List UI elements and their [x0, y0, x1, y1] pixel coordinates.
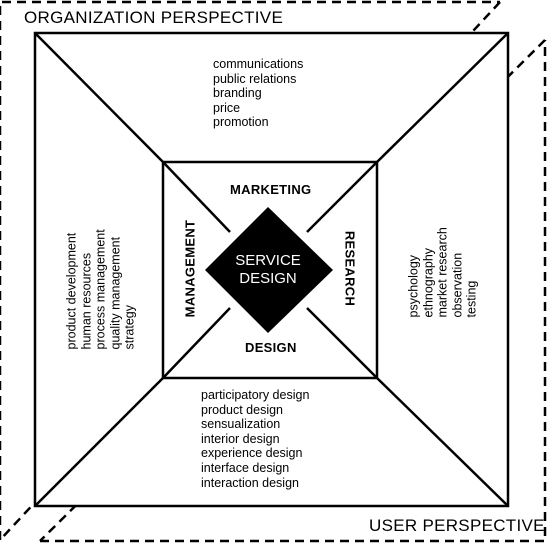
list-item: strategy — [122, 305, 137, 350]
inner-diagonal-top-left — [162, 161, 231, 233]
list-item: interior design — [201, 431, 280, 446]
diagonal-top-left — [34, 32, 164, 163]
user-perspective-label: USER PERSPECTIVE — [369, 516, 545, 535]
design-label: DESIGN — [245, 340, 297, 355]
list-item: quality management — [108, 236, 123, 350]
list-item: communications — [213, 57, 304, 71]
left-list: product development human resources proc… — [65, 229, 138, 349]
marketing-label: MARKETING — [230, 182, 312, 197]
list-item: psychology — [406, 254, 421, 318]
bottom-list: participatory design product design sens… — [201, 388, 309, 490]
list-item: product design — [201, 402, 284, 417]
list-item: experience design — [201, 446, 303, 461]
list-item: interface design — [201, 460, 290, 475]
list-item: interaction design — [201, 475, 299, 490]
user-perspective-border — [40, 40, 547, 543]
list-item: price — [213, 100, 241, 115]
organization-perspective-label: ORGANIZATION PERSPECTIVE — [24, 8, 284, 27]
diagonal-bottom-right — [376, 377, 509, 507]
right-list: psychology ethnography market research o… — [407, 227, 480, 317]
service-design-label: SERVICE DESIGN — [213, 252, 323, 288]
inner-diagonal-bottom-right — [306, 307, 378, 379]
list-item: public relations — [213, 71, 297, 86]
service-design-line2: DESIGN — [239, 270, 297, 287]
organization-perspective-border — [0, 0, 500, 540]
list-item: promotion — [213, 115, 269, 130]
diagonal-top-right — [376, 32, 509, 163]
list-item: process management — [93, 229, 108, 350]
management-label: MANAGEMENT — [182, 219, 198, 318]
top-list: communications public relations branding… — [213, 57, 303, 130]
list-item: participatory design — [201, 388, 310, 402]
service-design-diamond — [205, 207, 333, 333]
list-item: market research — [435, 227, 450, 318]
service-design-line1: SERVICE — [235, 252, 301, 269]
inner-diagonal-top-right — [306, 161, 378, 233]
list-item: ethnography — [421, 247, 436, 318]
list-item: sensualization — [201, 417, 281, 432]
inner-diagonal-bottom-left — [162, 307, 231, 379]
list-item: branding — [213, 86, 262, 101]
research-label: RESEARCH — [342, 230, 358, 307]
diagonal-bottom-left — [34, 377, 164, 507]
list-item: product development — [64, 232, 79, 350]
list-item: testing — [464, 280, 479, 318]
list-item: observation — [450, 252, 465, 318]
list-item: human resources — [79, 252, 94, 350]
